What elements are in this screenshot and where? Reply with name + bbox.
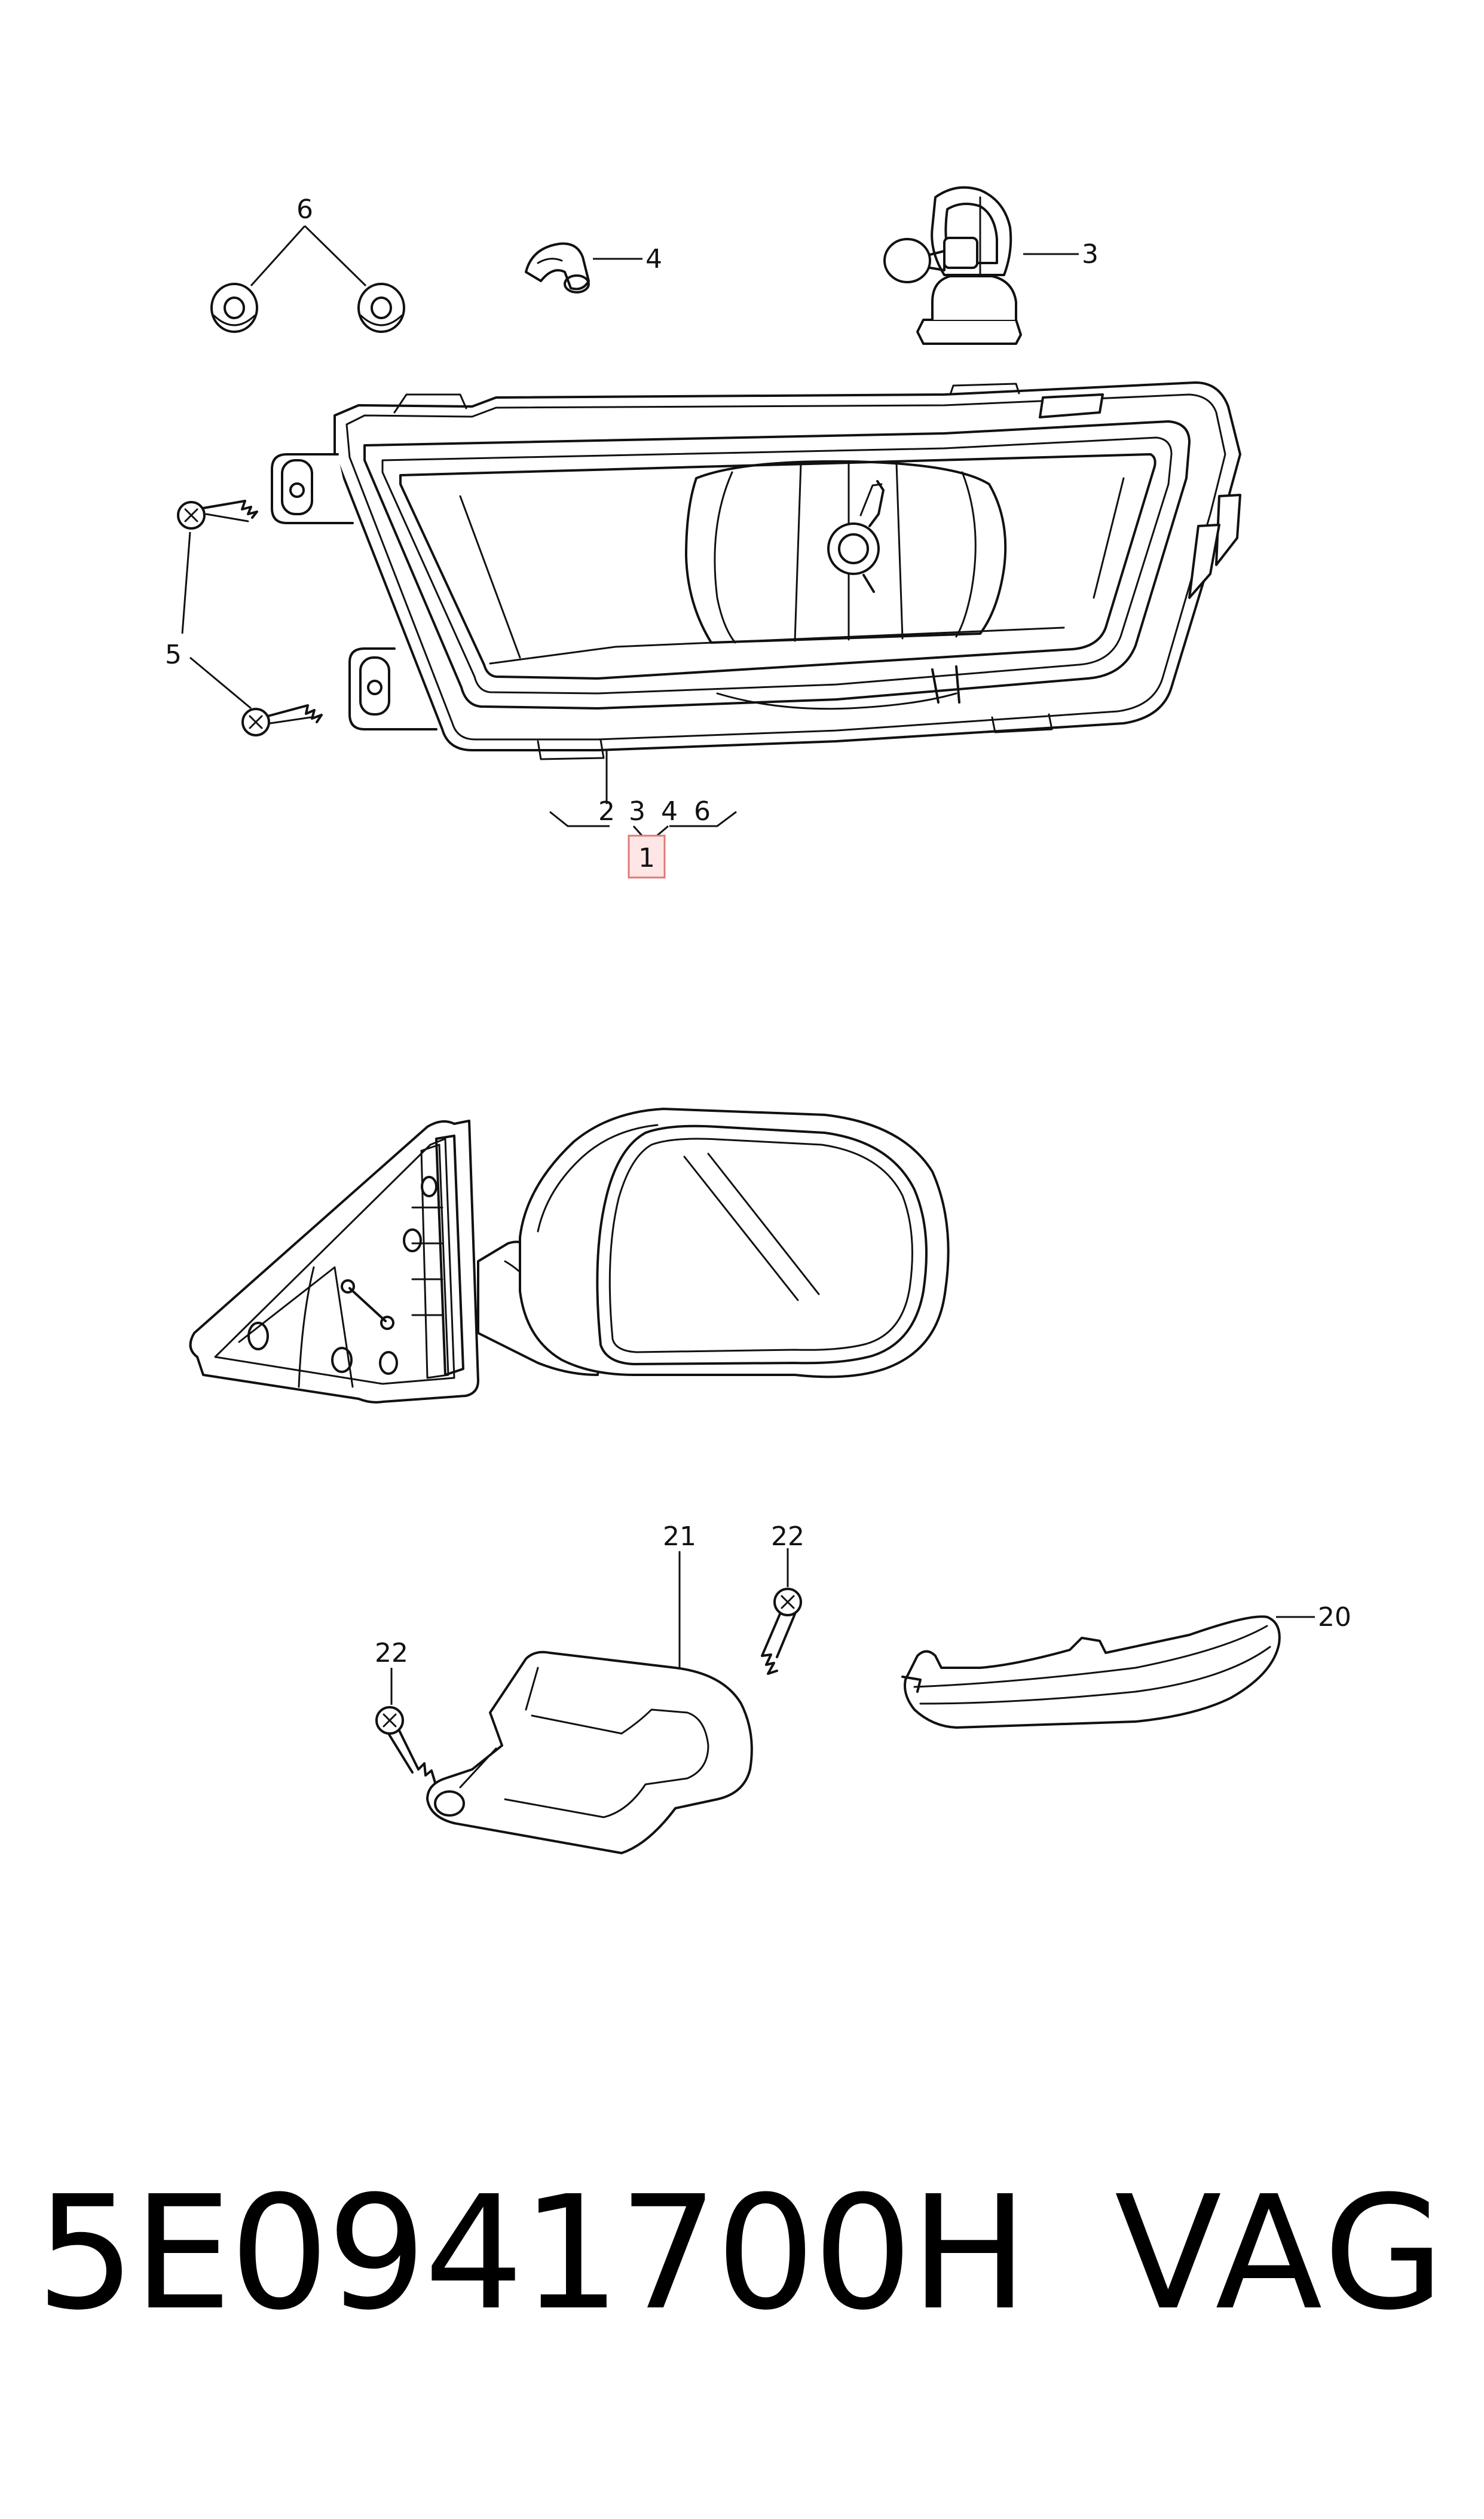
part-number: 5E0941700H <box>36 2162 1028 2344</box>
bulb-socket <box>883 186 1022 345</box>
callout-3: 3 <box>1082 239 1099 270</box>
screw-lower <box>241 704 323 736</box>
callout-4: 4 <box>645 244 662 274</box>
callout-1-highlight[interactable] <box>628 834 666 879</box>
sub-ref-6: 6 <box>694 796 711 827</box>
brand-name: VAG <box>1114 2162 1448 2344</box>
screw-22-left <box>375 1706 436 1784</box>
screw-22-right <box>761 1588 802 1675</box>
footer: 5E0941700H VAG <box>36 2164 1448 2343</box>
callout-22-left: 22 <box>375 1638 408 1668</box>
callout-20: 20 <box>1318 1602 1351 1633</box>
mirror-cover-piece <box>426 1650 753 1854</box>
sub-ref-2: 2 <box>598 796 615 827</box>
sub-ref-3: 3 <box>629 796 645 827</box>
callout-22-right: 22 <box>771 1521 804 1552</box>
leader-6 <box>250 225 367 287</box>
side-mirror-assembly <box>189 1108 950 1404</box>
elbow-grommet <box>525 242 590 294</box>
screw-upper <box>177 500 258 530</box>
leader-5 <box>181 531 252 710</box>
clip-nut-right <box>357 283 405 333</box>
sub-ref-4: 4 <box>661 796 678 827</box>
callout-6: 6 <box>296 194 313 225</box>
turn-signal-strip <box>901 1615 1281 1729</box>
callout-21: 21 <box>663 1521 696 1552</box>
callout-5: 5 <box>165 640 182 670</box>
fog-lamp-assembly <box>271 381 1241 760</box>
clip-nut-left <box>210 283 258 333</box>
callout-1[interactable]: 1 <box>638 843 655 873</box>
